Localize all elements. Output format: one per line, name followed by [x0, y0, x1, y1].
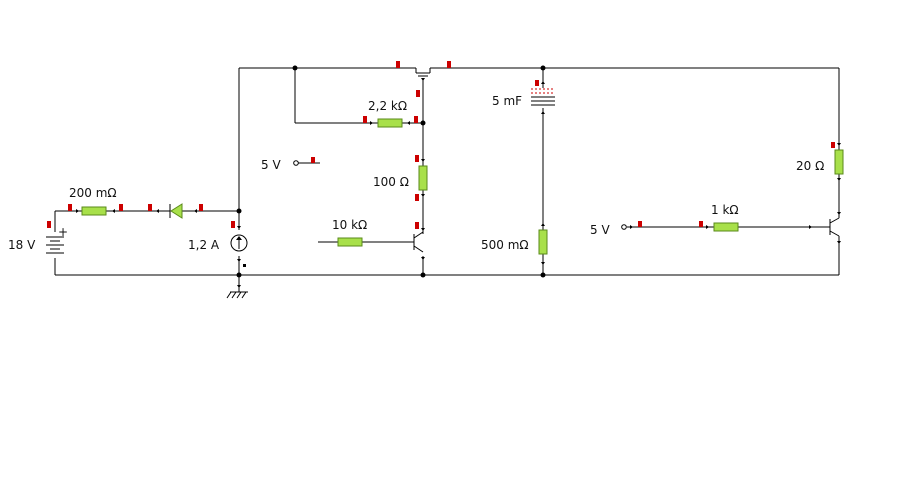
voltage-5v-right-label: 5 V: [590, 223, 610, 237]
switch[interactable]: [396, 61, 451, 81]
resistor-20-label: 20 Ω: [796, 159, 824, 173]
junction-nodes: [236, 65, 546, 278]
voltage-5v-top-label: 5 V: [261, 158, 281, 172]
resistor-100[interactable]: [415, 155, 428, 201]
battery-plus-sign: +: [58, 225, 68, 239]
resistor-10k-label: 10 kΩ: [332, 218, 367, 232]
diode[interactable]: [148, 203, 203, 219]
capacitor-label: 5 mF: [492, 94, 522, 108]
battery-label: 18 V: [8, 238, 36, 252]
switch-probe-marker: [416, 90, 420, 97]
resistor-20[interactable]: [831, 142, 844, 181]
resistor-200m[interactable]: [68, 204, 123, 216]
resistor-100-label: 100 Ω: [373, 175, 409, 189]
transistor-left[interactable]: [413, 222, 425, 260]
resistor-2k2-label: 2,2 kΩ: [368, 99, 407, 113]
battery-18v[interactable]: +: [46, 221, 68, 254]
resistor-200m-label: 200 mΩ: [69, 186, 117, 200]
transistor-right[interactable]: [829, 212, 841, 244]
resistor-1k[interactable]: [699, 221, 812, 232]
voltage-source-5v-top[interactable]: [293, 157, 315, 166]
wires: [54, 67, 840, 292]
voltage-source-5v-right[interactable]: [621, 221, 642, 230]
resistor-10k[interactable]: [337, 237, 363, 247]
current-source-label: 1,2 A: [188, 238, 220, 252]
resistor-1k-label: 1 kΩ: [711, 203, 739, 217]
resistor-500m[interactable]: [538, 223, 548, 265]
resistor-2k2[interactable]: [363, 116, 418, 128]
ground-symbol: [226, 285, 248, 299]
capacitor-5mf[interactable]: [531, 80, 555, 114]
resistor-500m-label: 500 mΩ: [481, 238, 529, 252]
current-source[interactable]: [230, 221, 248, 267]
